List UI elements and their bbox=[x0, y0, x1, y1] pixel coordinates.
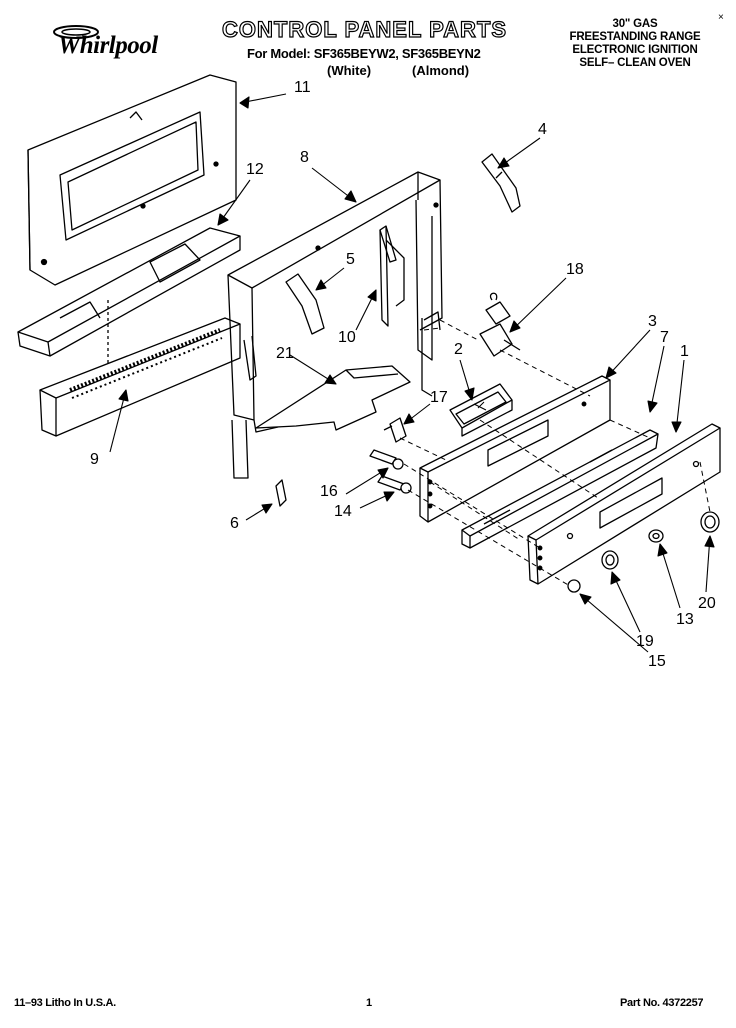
description-line: 30" GAS bbox=[612, 18, 658, 30]
callout-13: 13 bbox=[676, 611, 694, 628]
part-5-clip bbox=[285, 273, 325, 335]
part-13-knob bbox=[648, 529, 664, 543]
part-11-back-panel bbox=[27, 74, 237, 286]
description-line: SELF– CLEAN OVEN bbox=[579, 57, 691, 69]
assembly-dashed-lines bbox=[399, 319, 711, 587]
part-1-console-panel bbox=[527, 423, 721, 585]
part-3-panel-backing bbox=[419, 375, 611, 523]
part-6-clip bbox=[275, 479, 287, 507]
callout-20: 20 bbox=[698, 595, 716, 612]
part-21-support-bracket bbox=[255, 365, 411, 431]
part-20-knob bbox=[700, 511, 720, 533]
callout-15: 15 bbox=[648, 653, 666, 670]
callout-10: 10 bbox=[338, 329, 356, 346]
part-number: Part No. 4372257 bbox=[620, 997, 704, 1009]
part-4-bracket bbox=[481, 153, 521, 213]
callout-19: 19 bbox=[636, 633, 654, 650]
callout-9: 9 bbox=[90, 451, 99, 468]
color-white-label: (White) bbox=[327, 63, 372, 78]
callout-5: 5 bbox=[346, 251, 355, 268]
callout-21: 21 bbox=[276, 345, 294, 362]
callout-4: 4 bbox=[538, 121, 547, 138]
part-14-valve bbox=[377, 475, 412, 494]
part-15-knob bbox=[567, 579, 581, 593]
whirlpool-logo bbox=[53, 25, 99, 39]
callout-7: 7 bbox=[660, 329, 669, 346]
page-title: CONTROL PANEL PARTS bbox=[221, 16, 508, 42]
callout-8: 8 bbox=[300, 149, 309, 166]
callout-12: 12 bbox=[246, 161, 264, 178]
part-19-knob bbox=[601, 550, 619, 570]
corner-mark: × bbox=[718, 12, 724, 23]
part-9-vent-strip bbox=[39, 317, 241, 437]
product-description: 30" GAS FREESTANDING RANGE ELECTRONIC IG… bbox=[550, 18, 720, 70]
color-almond-label: (Almond) bbox=[412, 63, 470, 78]
part-18-switch bbox=[479, 292, 521, 357]
description-line: ELECTRONIC IGNITION bbox=[572, 44, 698, 56]
callout-14: 14 bbox=[334, 503, 352, 520]
part-17-connector bbox=[383, 417, 407, 443]
callout-1: 1 bbox=[680, 343, 689, 360]
part-12-trim-channel bbox=[17, 227, 241, 374]
description-line: FREESTANDING RANGE bbox=[569, 31, 701, 43]
brand-name: Whirlpool bbox=[58, 32, 158, 59]
leader-arrows bbox=[109, 93, 715, 653]
callout-18: 18 bbox=[566, 261, 584, 278]
model-numbers: For Model: SF365BEYW2, SF365BEYN2 bbox=[247, 46, 481, 61]
callout-3: 3 bbox=[648, 313, 657, 330]
part-10-side-bracket bbox=[379, 225, 405, 327]
callout-2: 2 bbox=[454, 341, 463, 358]
footer-print-info: 11–93 Litho In U.S.A. bbox=[14, 997, 116, 1009]
callout-6: 6 bbox=[230, 515, 239, 532]
part-8-control-housing bbox=[227, 171, 443, 479]
part-7-channel bbox=[461, 429, 659, 549]
page-number: 1 bbox=[366, 997, 373, 1009]
callout-11: 11 bbox=[294, 79, 311, 96]
part-16-valve bbox=[369, 449, 404, 470]
callout-16: 16 bbox=[320, 483, 338, 500]
callout-17: 17 bbox=[430, 389, 448, 406]
part-2-display-module bbox=[449, 383, 513, 437]
